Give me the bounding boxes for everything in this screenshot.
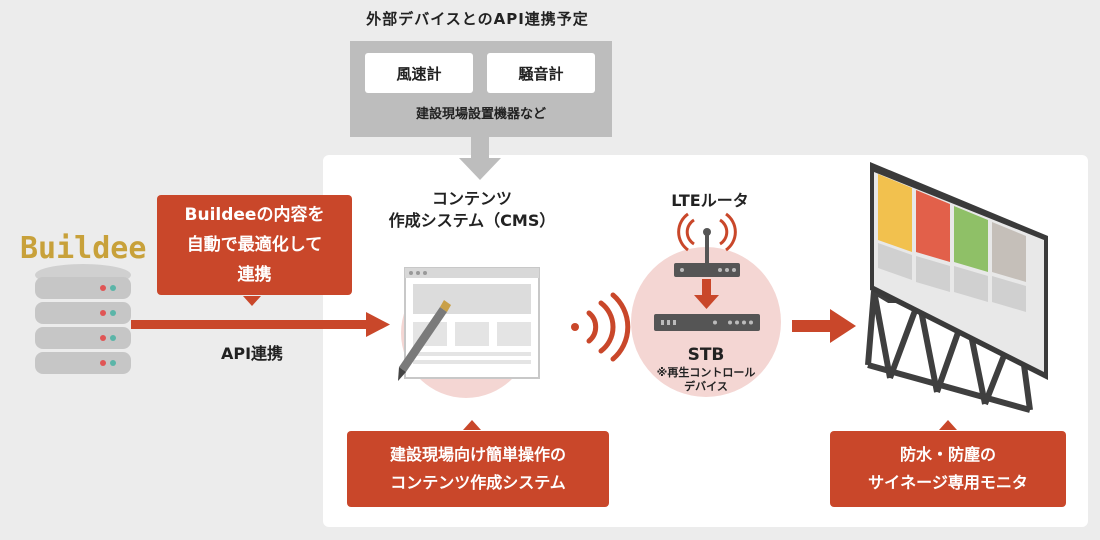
pen-icon [398, 300, 451, 381]
monitor-callout-pointer [939, 420, 957, 430]
stb-to-monitor-arrow [792, 309, 856, 343]
cms-title-line1: コンテンツ [431, 189, 512, 208]
buildee-callout-line3: 連携 [237, 265, 272, 285]
cms-title-line2: 作成システム（CMS） [388, 211, 556, 230]
buildee-callout-pointer [243, 296, 261, 306]
router-to-stb-arrow [694, 279, 719, 309]
cms-callout: 建設現場向け簡単操作の コンテンツ作成システム [347, 431, 609, 507]
monitor-panel-2 [916, 190, 950, 262]
server-icon [35, 264, 131, 374]
signage-monitor-icon [870, 162, 1048, 380]
stb-label: STB [687, 345, 725, 365]
monitor-panel-1 [878, 174, 912, 252]
monitor-callout: 防水・防塵の サイネージ専用モニタ [830, 431, 1066, 507]
monitor-callout-line2: サイネージ専用モニタ [868, 473, 1028, 492]
buildee-callout-line1: Buildeeの内容を [184, 205, 325, 225]
cms-title: コンテンツ 作成システム（CMS） [372, 188, 572, 232]
external-devices-box: 風速計 騒音計 建設現場設置機器など [350, 41, 612, 137]
noise-meter-chip: 騒音計 [487, 53, 595, 93]
external-down-arrow [459, 137, 501, 180]
stb-note-line1: ※再生コントロール [656, 366, 756, 379]
monitor-callout-line1: 防水・防塵の [899, 445, 996, 464]
stb-note: ※再生コントロール デバイス [636, 366, 776, 394]
cms-callout-pointer [463, 420, 481, 430]
monitor-panel-4 [992, 222, 1026, 282]
api-arrow [131, 312, 390, 337]
buildee-logo: Buildee [20, 231, 146, 266]
lte-router-title: LTEルータ [671, 191, 749, 210]
monitor-panel-3 [954, 206, 988, 272]
buildee-callout-line2: 自動で最適化して [186, 235, 323, 255]
cms-window-icon [404, 267, 540, 379]
wireless-waves-icon [571, 292, 631, 362]
buildee-callout: Buildeeの内容を 自動で最適化して 連携 [157, 195, 352, 295]
cms-callout-line2: コンテンツ作成システム [390, 473, 566, 492]
external-devices-subtitle: 建設現場設置機器など [415, 107, 546, 122]
lte-router-icon [674, 212, 740, 277]
stb-icon [654, 314, 760, 331]
api-link-label: API連携 [220, 344, 284, 363]
cms-callout-line1: 建設現場向け簡単操作の [389, 445, 566, 464]
anemometer-chip: 風速計 [365, 53, 473, 93]
stb-note-line2: デバイス [684, 380, 728, 393]
external-devices-title: 外部デバイスとのAPI連携予定 [366, 10, 589, 28]
